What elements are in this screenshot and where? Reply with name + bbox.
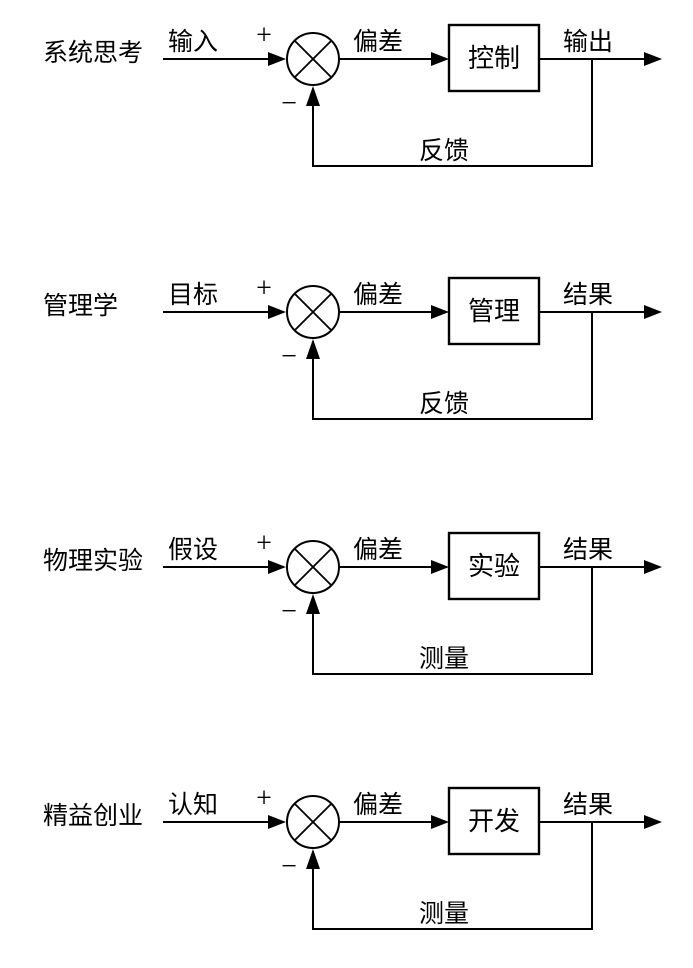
feedback-loop-row-physics-experiment: 物理实验 假设 + 偏差 实验 结果 − 测量 <box>43 528 662 675</box>
feedback-label: 反馈 <box>419 390 469 418</box>
output-arrowhead <box>644 305 662 319</box>
comparator-x-icon <box>293 802 333 842</box>
feedback-path <box>312 312 593 420</box>
feedback-arrowhead <box>306 86 320 106</box>
output-label: 结果 <box>563 791 613 819</box>
input-label: 目标 <box>168 281 218 309</box>
input-arrowhead <box>268 52 286 66</box>
minus-sign: − <box>281 88 297 119</box>
output-arrowhead <box>644 815 662 829</box>
plus-sign: + <box>256 528 272 559</box>
minus-sign: − <box>281 596 297 627</box>
process-box <box>447 786 541 856</box>
plus-sign: + <box>256 273 272 304</box>
process-box-label: 开发 <box>468 807 520 836</box>
output-label: 输出 <box>563 28 613 56</box>
process-box-label: 控制 <box>468 44 520 73</box>
deviation-arrowhead <box>431 305 449 319</box>
comparator-x-icon <box>293 292 333 332</box>
process-box-label: 管理 <box>468 297 520 326</box>
deviation-label: 偏差 <box>353 28 403 56</box>
input-arrowhead <box>268 815 286 829</box>
process-box-label: 实验 <box>468 552 520 581</box>
input-arrowhead <box>268 560 286 574</box>
deviation-arrowhead <box>431 815 449 829</box>
deviation-label: 偏差 <box>353 791 403 819</box>
feedback-loop-row-management: 管理学 目标 + 偏差 管理 结果 − 反馈 <box>43 273 662 420</box>
feedback-path <box>312 822 593 930</box>
process-box <box>447 23 541 93</box>
output-label: 结果 <box>563 536 613 564</box>
deviation-arrowhead <box>431 560 449 574</box>
deviation-label: 偏差 <box>353 281 403 309</box>
plus-sign: + <box>256 783 272 814</box>
deviation-arrowhead <box>431 52 449 66</box>
deviation-label: 偏差 <box>353 536 403 564</box>
plus-sign: + <box>256 20 272 51</box>
feedback-path <box>312 59 593 167</box>
minus-sign: − <box>281 341 297 372</box>
category-label: 系统思考 <box>43 39 143 67</box>
category-label: 管理学 <box>43 292 118 320</box>
input-label: 输入 <box>168 28 218 56</box>
output-label: 结果 <box>563 281 613 309</box>
comparator-x-icon <box>293 39 333 79</box>
minus-sign: − <box>281 851 297 882</box>
input-arrowhead <box>268 305 286 319</box>
feedback-label: 测量 <box>419 900 469 928</box>
feedback-label: 测量 <box>419 645 469 673</box>
category-label: 精益创业 <box>43 802 143 830</box>
output-arrowhead <box>644 560 662 574</box>
feedback-loop-row-systems-thinking: 系统思考 输入 + 偏差 控制 输出 − 反馈 <box>43 20 662 167</box>
feedback-arrowhead <box>306 339 320 359</box>
category-label: 物理实验 <box>43 547 143 575</box>
feedback-arrowhead <box>306 849 320 869</box>
feedback-loop-row-lean-startup: 精益创业 认知 + 偏差 开发 结果 − 测量 <box>43 783 662 930</box>
comparator-x-icon <box>293 547 333 587</box>
feedback-path <box>312 567 593 675</box>
output-arrowhead <box>644 52 662 66</box>
feedback-label: 反馈 <box>419 137 469 165</box>
feedback-arrowhead <box>306 594 320 614</box>
input-label: 假设 <box>168 536 218 564</box>
input-label: 认知 <box>168 791 218 819</box>
